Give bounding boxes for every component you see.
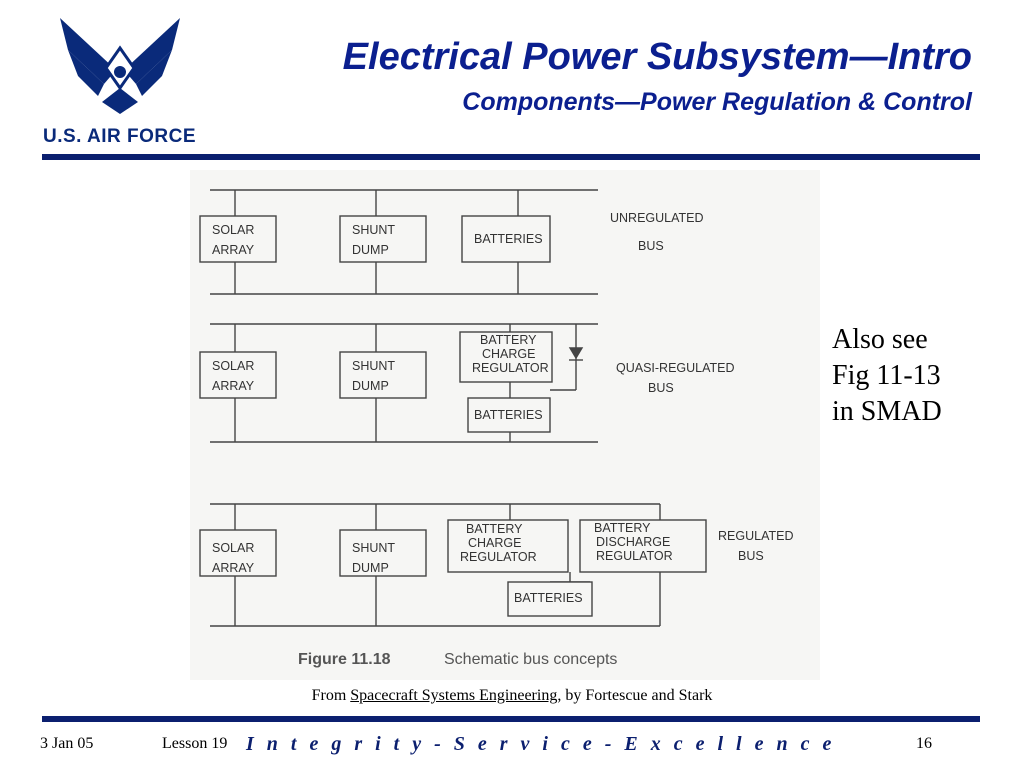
page-title: Electrical Power Subsystem—Intro: [342, 36, 972, 78]
bottom-discharge-label-1: BATTERY: [594, 521, 651, 535]
middle-bus-label-1: QUASI-REGULATED: [616, 361, 735, 375]
side-note-line-1: Also see: [832, 324, 928, 355]
bottom-solar-label-1: SOLAR: [212, 541, 254, 555]
footer-page-number: 16: [916, 735, 932, 752]
bottom-charge-label-1: BATTERY: [466, 522, 523, 536]
diode-icon: [568, 347, 584, 360]
top-bus-label-2: BUS: [638, 239, 664, 253]
bottom-discharge-regulator-box: [579, 519, 707, 573]
middle-charge-regulator-box: [459, 331, 553, 383]
bottom-discharge-label-2: DISCHARGE: [596, 535, 670, 549]
middle-batteries-label: BATTERIES: [474, 408, 543, 422]
bottom-shunt-dump-box: [339, 529, 427, 577]
top-solar-array-box: [199, 215, 277, 263]
bottom-bus-label-2: BUS: [738, 549, 764, 563]
bottom-shunt-label-2: DUMP: [352, 561, 389, 575]
side-note-line-2: Fig 11-13: [832, 360, 941, 391]
middle-solar-array-box: [199, 351, 277, 399]
footer-motto: I n t e g r i t y - S e r v i c e - E x …: [246, 733, 836, 755]
bottom-charge-regulator-box: [447, 519, 569, 573]
bottom-batteries-label: BATTERIES: [514, 591, 583, 605]
middle-bus-label-2: BUS: [648, 381, 674, 395]
side-note: Also see Fig 11-13 in SMAD: [832, 322, 992, 430]
top-shunt-label-2: DUMP: [352, 243, 389, 257]
top-shunt-label-1: SHUNT: [352, 223, 395, 237]
schematic-bus-figure: SOLAR ARRAY SHUNT DUMP BATTERIES UNREGUL…: [190, 170, 820, 680]
middle-solar-label-1: SOLAR: [212, 359, 254, 373]
top-shunt-dump-box: [339, 215, 427, 263]
bottom-batteries-box: [507, 581, 593, 617]
middle-shunt-label-1: SHUNT: [352, 359, 395, 373]
middle-charge-label-3: REGULATOR: [472, 361, 549, 375]
source-caption: From Spacecraft Systems Engineering, by …: [0, 687, 1024, 705]
header-rule: [42, 154, 980, 160]
side-note-line-3: in SMAD: [832, 396, 942, 427]
middle-charge-label-1: BATTERY: [480, 333, 537, 347]
page-subtitle: Components—Power Regulation & Control: [462, 88, 972, 116]
bottom-solar-label-2: ARRAY: [212, 561, 255, 575]
top-solar-label-2: ARRAY: [212, 243, 255, 257]
figure-caption: Schematic bus concepts: [444, 651, 617, 668]
bottom-charge-label-3: REGULATOR: [460, 550, 537, 564]
footer-date: 3 Jan 05: [40, 735, 94, 752]
figure-number: Figure 11.18: [298, 651, 391, 668]
middle-charge-label-2: CHARGE: [482, 347, 535, 361]
bottom-shunt-label-1: SHUNT: [352, 541, 395, 555]
middle-batteries-box: [467, 397, 551, 433]
bottom-discharge-label-3: REGULATOR: [596, 549, 673, 563]
middle-shunt-dump-box: [339, 351, 427, 399]
bottom-charge-label-2: CHARGE: [468, 536, 521, 550]
source-prefix: From: [311, 687, 351, 704]
top-solar-label-1: SOLAR: [212, 223, 254, 237]
middle-solar-label-2: ARRAY: [212, 379, 255, 393]
top-batteries-box: [461, 215, 551, 263]
bottom-bus-label-1: REGULATED: [718, 529, 793, 543]
air-force-logo: [60, 18, 180, 114]
source-book-title: Spacecraft Systems Engineering: [350, 687, 558, 704]
top-batteries-label: BATTERIES: [474, 232, 543, 246]
source-suffix: , by Fortescue and Stark: [557, 687, 713, 704]
top-bus-label-1: UNREGULATED: [610, 211, 704, 225]
footer-lesson: Lesson 19: [162, 735, 228, 752]
logo-text: U.S. AIR FORCE: [43, 126, 197, 147]
bottom-solar-array-box: [199, 529, 277, 577]
footer-rule: [42, 716, 980, 722]
middle-shunt-label-2: DUMP: [352, 379, 389, 393]
